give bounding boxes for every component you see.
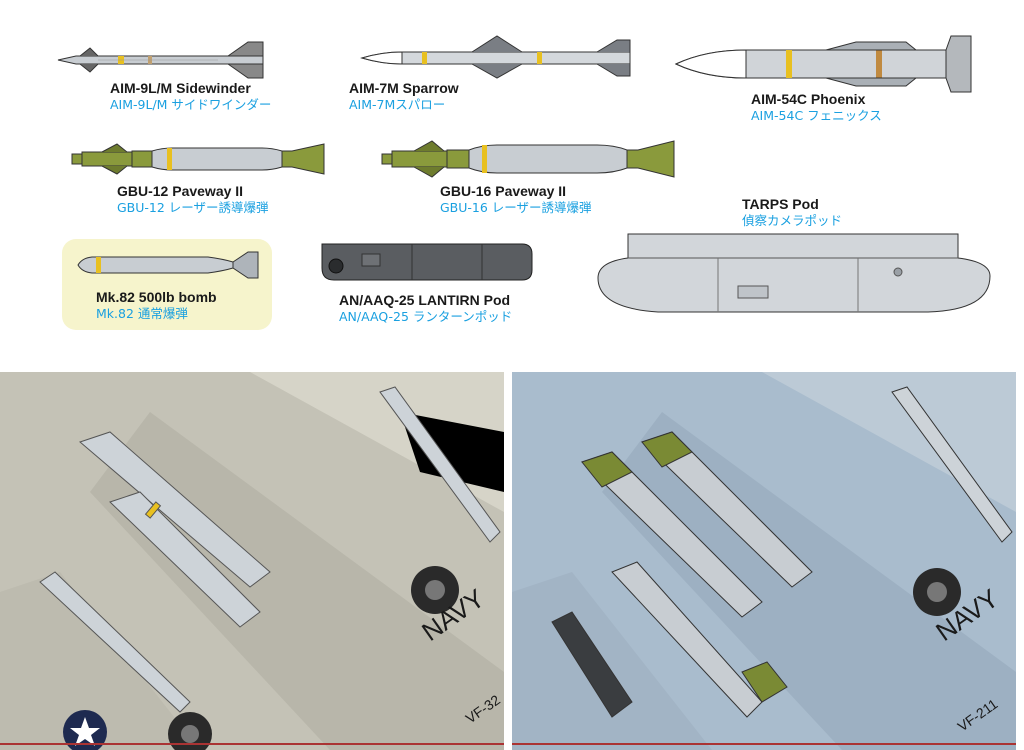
aim9-illustration	[57, 41, 264, 79]
aim54-illustration	[674, 35, 972, 93]
aim54-label-jp: AIM-54C フェニックス	[751, 108, 882, 123]
gbu12-label-en: GBU-12 Paveway II	[117, 183, 244, 199]
photo-right-underside: NAVY VF-211	[512, 372, 1016, 750]
aim9-label-jp: AIM-9L/M サイドワインダー	[110, 97, 272, 112]
lantirn-label-jp: AN/AAQ-25 ランターンポッド	[339, 309, 513, 324]
tarps-label-jp: 偵察カメラポッド	[742, 213, 843, 228]
gbu16-illustration	[381, 140, 675, 178]
tarps-label-en: TARPS Pod	[742, 196, 819, 212]
lantirn-label-en: AN/AAQ-25 LANTIRN Pod	[339, 292, 511, 308]
gbu16-label-en: GBU-16 Paveway II	[440, 183, 567, 199]
lantirn-illustration	[321, 243, 533, 281]
aim7-label-jp: AIM-7Mスパロー	[349, 97, 446, 112]
aim7-illustration	[360, 35, 631, 79]
gbu16-label-jp: GBU-16 レーザー誘導爆弾	[440, 200, 592, 215]
mk82-illustration	[77, 251, 259, 279]
photo-left-underside: NAVY VF-32	[0, 372, 504, 750]
aim7-label-en: AIM-7M Sparrow	[349, 80, 459, 96]
photo-right-drawing: NAVY VF-211	[512, 372, 1016, 750]
gbu12-illustration	[71, 143, 325, 175]
aim9-label-en: AIM-9L/M Sidewinder	[110, 80, 251, 96]
aim54-label-en: AIM-54C Phoenix	[751, 91, 866, 107]
photo-left-drawing: NAVY VF-32	[0, 372, 504, 750]
mk82-highlight-box	[62, 239, 272, 330]
tarps-illustration	[597, 233, 991, 313]
gbu12-label-jp: GBU-12 レーザー誘導爆弾	[117, 200, 269, 215]
mk82-label-jp: Mk.82 通常爆弾	[96, 306, 188, 321]
mk82-label-en: Mk.82 500lb bomb	[96, 289, 217, 305]
